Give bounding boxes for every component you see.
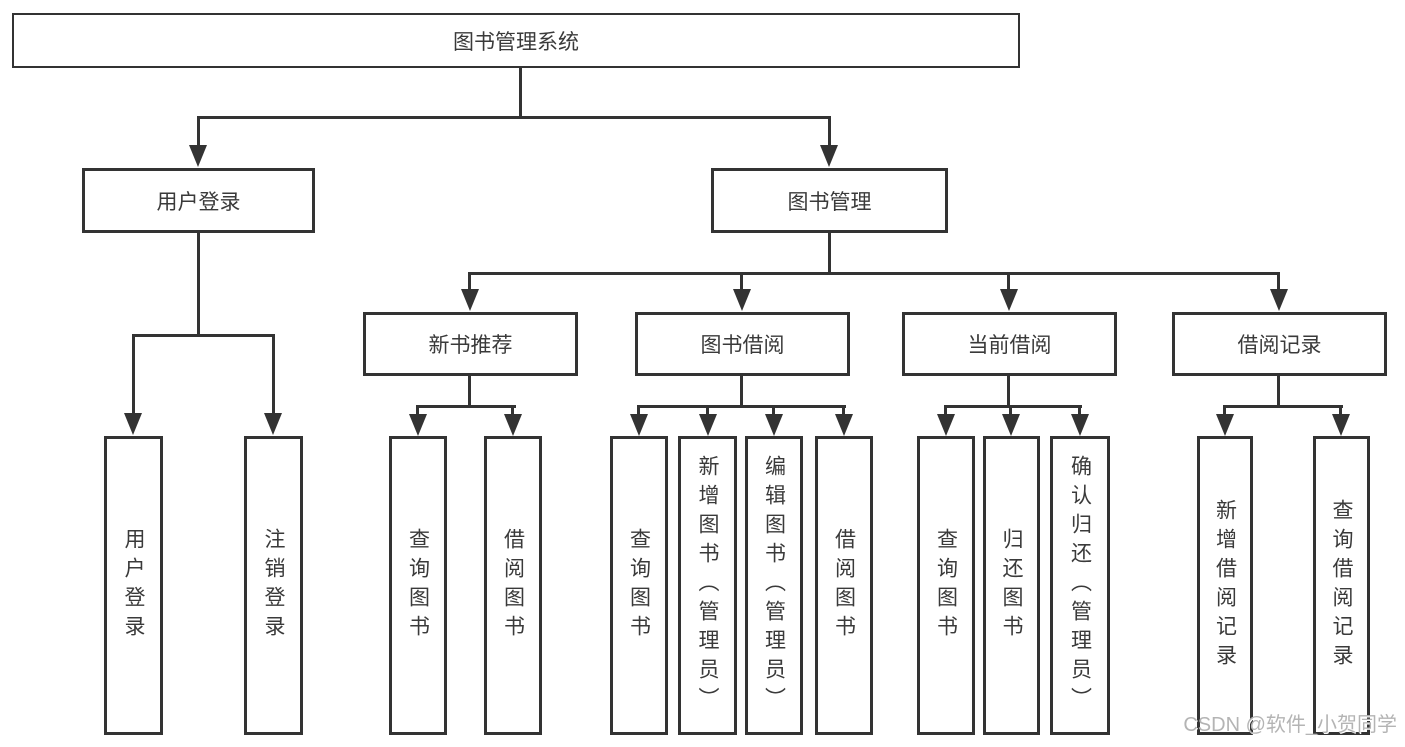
node-new-book-recommend-label: 新书推荐 (428, 334, 513, 357)
arrow-down-icon (820, 145, 838, 167)
connector-book-mgmt-stem (828, 233, 831, 274)
node-library-system-label: 图书管理系统 (453, 30, 579, 54)
leaf-user-login-label: 用户登录 (122, 527, 146, 644)
arrow-down-icon (1071, 414, 1089, 436)
csdn-watermark: CSDN @软件_小贺同学 (1183, 714, 1397, 736)
connector-user-login-stem (197, 233, 200, 336)
leaf-add-book-admin-label: 新增图书（管理员） (696, 455, 720, 716)
connector-leaf-stem (416, 405, 419, 419)
connector-new-book-split (417, 405, 516, 408)
arrow-down-icon (1216, 414, 1234, 436)
connector-to-user-login (197, 116, 200, 148)
connector-new-book-stem (468, 376, 471, 407)
node-user-login-label: 用户登录 (156, 190, 241, 214)
node-book-borrow: 图书借阅 (635, 312, 850, 376)
connector-leaf-stem (1078, 405, 1081, 419)
node-book-management-label: 图书管理 (787, 190, 872, 214)
node-book-management: 图书管理 (711, 168, 948, 233)
leaf-add-borrow-record: 新增借阅记录 (1197, 436, 1253, 735)
arrow-down-icon (189, 145, 207, 167)
leaf-borrow-book-recommend-label: 借阅图书 (501, 527, 525, 644)
leaf-borrow-book-recommend: 借阅图书 (484, 436, 542, 735)
connector-leaf-stem (1339, 405, 1342, 419)
leaf-edit-book-admin: 编辑图书（管理员） (745, 436, 803, 735)
arrow-down-icon (1002, 414, 1020, 436)
connector-book-borrow-split (638, 405, 846, 408)
arrow-down-icon (733, 289, 751, 311)
connector-to-leaf-logout (272, 334, 275, 418)
arrow-down-icon (630, 414, 648, 436)
node-book-borrow-label: 图书借阅 (700, 334, 785, 357)
node-new-book-recommend: 新书推荐 (363, 312, 578, 376)
connector-leaf-stem (772, 405, 775, 419)
arrow-down-icon (1000, 289, 1018, 311)
leaf-query-book-current: 查询图书 (917, 436, 975, 735)
connector-root-split (197, 116, 831, 119)
connector-root-stem (519, 68, 522, 118)
arrow-down-icon (937, 414, 955, 436)
node-current-borrow: 当前借阅 (902, 312, 1117, 376)
connector-leaf-stem (706, 405, 709, 419)
connector-leaf-stem (842, 405, 845, 419)
connector-to-book-management (828, 116, 831, 148)
connector-current-borrow-stem (1007, 376, 1010, 407)
arrow-down-icon (699, 414, 717, 436)
arrow-down-icon (124, 413, 142, 435)
connector-leaf-stem (637, 405, 640, 419)
connector-book-borrow-stem (740, 376, 743, 407)
leaf-query-book-borrow: 查询图书 (610, 436, 668, 735)
leaf-add-borrow-record-label: 新增借阅记录 (1213, 498, 1237, 673)
connector-to-borrow-record (1277, 272, 1280, 292)
connector-to-book-borrow (740, 272, 743, 292)
leaf-query-borrow-record-label: 查询借阅记录 (1330, 498, 1354, 673)
leaf-borrow-book-label: 借阅图书 (832, 527, 856, 644)
arrow-down-icon (504, 414, 522, 436)
connector-user-login-split (132, 334, 275, 337)
leaf-return-book: 归还图书 (983, 436, 1040, 735)
connector-leaf-stem (511, 405, 514, 419)
connector-borrow-record-split (1224, 405, 1343, 408)
leaf-edit-book-admin-label: 编辑图书（管理员） (762, 455, 786, 716)
node-user-login: 用户登录 (82, 168, 315, 233)
arrow-down-icon (1270, 289, 1288, 311)
node-borrow-record-label: 借阅记录 (1237, 334, 1322, 357)
leaf-logout: 注销登录 (244, 436, 303, 735)
leaf-query-borrow-record: 查询借阅记录 (1313, 436, 1370, 735)
connector-leaf-stem (1009, 405, 1012, 419)
node-current-borrow-label: 当前借阅 (967, 334, 1052, 357)
arrow-down-icon (1332, 414, 1350, 436)
node-library-system: 图书管理系统 (12, 13, 1020, 68)
connector-book-mgmt-split (468, 272, 1280, 275)
leaf-add-book-admin: 新增图书（管理员） (678, 436, 737, 735)
leaf-logout-label: 注销登录 (262, 527, 286, 644)
arrow-down-icon (264, 413, 282, 435)
arrow-down-icon (835, 414, 853, 436)
leaf-query-book-current-label: 查询图书 (934, 527, 958, 644)
leaf-query-book-recommend-label: 查询图书 (406, 527, 430, 644)
node-borrow-record: 借阅记录 (1172, 312, 1387, 376)
connector-leaf-stem (1223, 405, 1226, 419)
leaf-return-book-label: 归还图书 (1000, 527, 1024, 644)
leaf-confirm-return-admin: 确认归还（管理员） (1050, 436, 1110, 735)
connector-current-borrow-split (945, 405, 1082, 408)
connector-borrow-record-stem (1277, 376, 1280, 407)
arrow-down-icon (765, 414, 783, 436)
leaf-query-book-borrow-label: 查询图书 (627, 527, 651, 644)
leaf-borrow-book: 借阅图书 (815, 436, 873, 735)
arrow-down-icon (461, 289, 479, 311)
leaf-user-login: 用户登录 (104, 436, 163, 735)
leaf-query-book-recommend: 查询图书 (389, 436, 447, 735)
connector-to-current-borrow (1007, 272, 1010, 292)
leaf-confirm-return-admin-label: 确认归还（管理员） (1068, 455, 1092, 716)
connector-leaf-stem (944, 405, 947, 419)
connector-to-new-book (468, 272, 471, 292)
connector-to-leaf-login (132, 334, 135, 418)
arrow-down-icon (409, 414, 427, 436)
